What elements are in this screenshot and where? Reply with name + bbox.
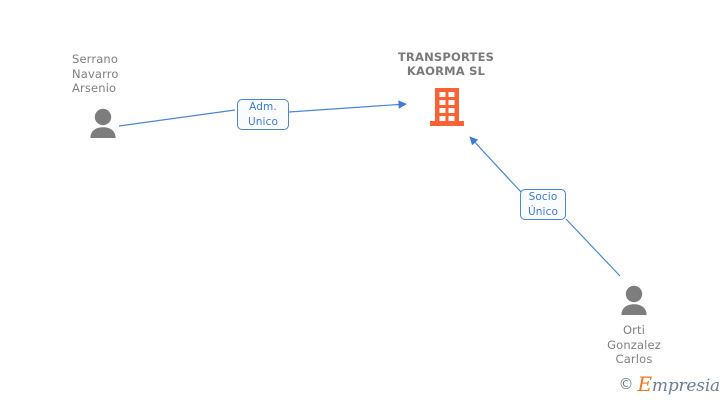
brand-rest: mpresia — [651, 376, 720, 396]
edge-adm-label-to-company — [288, 100, 407, 113]
person-label-serrano-navarro-arsenio: Serrano Navarro Arsenio — [72, 52, 119, 95]
person-avatar-icon[interactable] — [617, 285, 651, 319]
company-title: TRANSPORTES KAORMA SL — [397, 50, 495, 78]
edge-serrano-to-adm-label — [118, 109, 236, 127]
brand-initial: E — [637, 372, 653, 396]
edge-orti-to-socio-label — [565, 218, 621, 277]
person-label-orti-gonzalez-carlos: Orti Gonzalez Carlos — [607, 323, 661, 366]
edge-socio-label-to-company — [469, 136, 522, 193]
relation-label-adm-unico[interactable]: Adm. Unico — [237, 99, 289, 130]
person-avatar-icon[interactable] — [86, 108, 120, 142]
relation-label-socio-unico[interactable]: Socio Único — [520, 189, 566, 220]
brand-wordmark: Empresia — [638, 374, 721, 395]
copyright-icon: © — [618, 375, 634, 393]
empresia-watermark: © Empresia — [619, 374, 721, 395]
building-icon[interactable] — [430, 88, 464, 130]
